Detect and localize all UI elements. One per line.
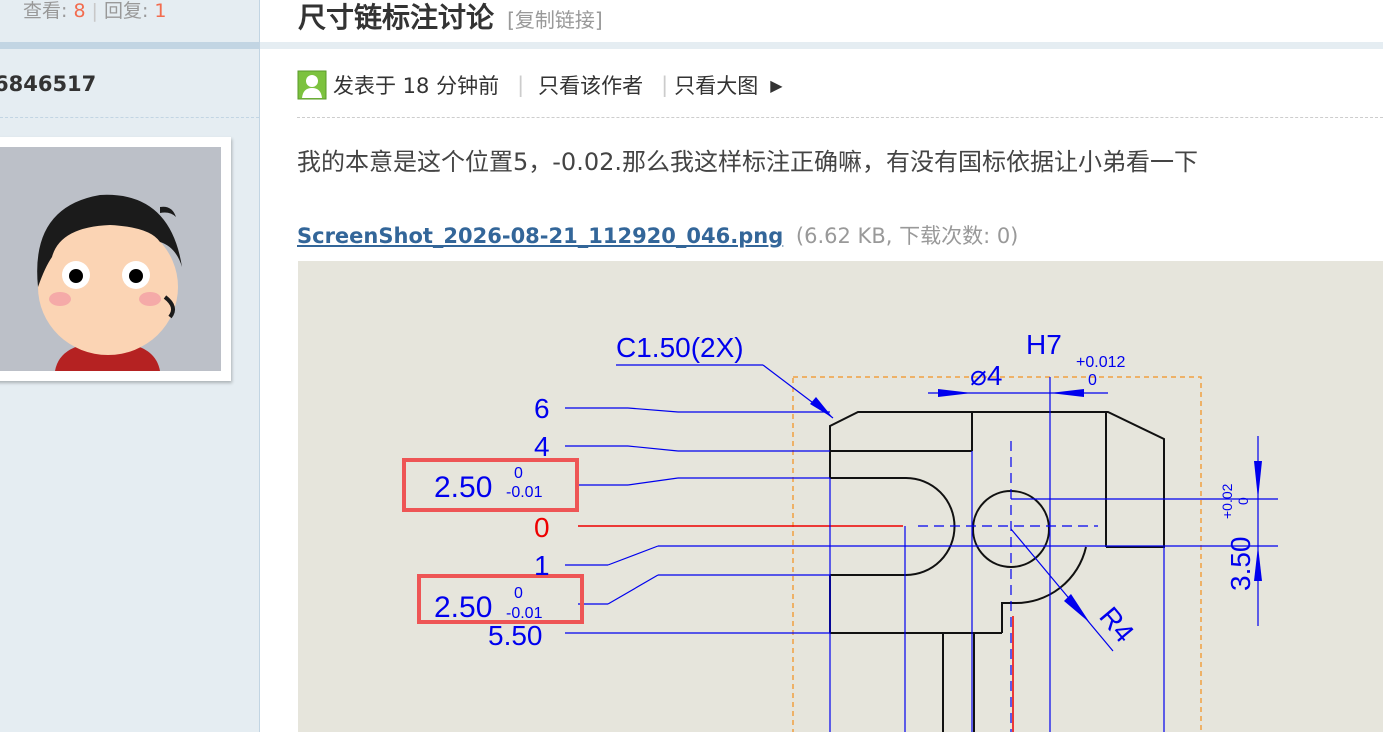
tol-upper: +0.012 (1076, 354, 1125, 371)
thread-title-row: 尺寸链标注讨论 [复制链接] (298, 0, 603, 36)
dim-1: 1 (534, 550, 550, 581)
diameter-label: ⌀4 (970, 360, 1002, 391)
radius-label: R4 (1093, 601, 1140, 648)
attachment-info: (6.62 KB, 下载次数: 0) (795, 224, 1019, 248)
tol-lower: 0 (1088, 372, 1097, 389)
dim-2-50-lower: 2.50 (434, 591, 492, 624)
highlight-box-lower (417, 574, 584, 624)
thread-stats: 查看: 8|回复: 1 (23, 0, 167, 22)
attachment-link[interactable]: ScreenShot_2026-08-21_112920_046.png (297, 224, 784, 248)
replies-label: 回复: (103, 0, 149, 22)
post-main: 尺寸链标注讨论 [复制链接] 发表于 18 分钟前 | 只看该作者 | 只看大图… (260, 0, 1383, 732)
avatar[interactable] (0, 137, 231, 381)
box-tol-lower-a: -0.01 (506, 484, 543, 501)
dimension-lines (565, 364, 1278, 732)
post-meta: 发表于 18 分钟前 | 只看该作者 | 只看大图 ▶ (297, 70, 783, 100)
part-outline (829, 411, 1165, 732)
box-tol-upper-b: 0 (514, 585, 523, 602)
view-frame (792, 376, 1202, 732)
online-user-icon (297, 70, 327, 100)
chamfer-label: C1.50(2X) (616, 332, 744, 363)
thread-title: 尺寸链标注讨论 (298, 1, 495, 34)
right-dim: 3.50 (1225, 537, 1256, 592)
attachment-row: ScreenShot_2026-08-21_112920_046.png (6.… (297, 220, 1018, 250)
sidebar-band (0, 42, 259, 49)
fit-label: H7 (1026, 329, 1062, 360)
author-name[interactable]: 6846517 (0, 72, 97, 96)
attachment-image[interactable]: C1.50(2X) H7 +0.012 0 ⌀4 6 4 2.50 0 -0.0… (298, 261, 1383, 732)
copy-link[interactable]: [复制链接] (507, 8, 603, 32)
meta-divider (297, 117, 1383, 118)
replies-count: 1 (154, 0, 167, 22)
box-tol-upper-a: 0 (514, 465, 523, 482)
dim-6: 6 (534, 393, 550, 424)
box-tol-lower-b: -0.01 (506, 605, 543, 622)
dim-2-50-upper: 2.50 (434, 471, 492, 504)
views-count: 8 (73, 0, 86, 22)
right-tol-upper: +0.02 (1219, 483, 1235, 519)
dim-5-50: 5.50 (488, 620, 543, 651)
dim-4: 4 (534, 431, 550, 462)
highlight-box-upper (402, 458, 579, 512)
triangle-right-icon[interactable]: ▶ (770, 75, 783, 95)
post-time: 发表于 18 分钟前 (333, 74, 500, 98)
big-image-link[interactable]: 只看大图 (674, 74, 759, 98)
sidebar-divider (0, 117, 259, 118)
right-tol-lower: 0 (1235, 497, 1251, 505)
author-sidebar: 查看: 8|回复: 1 6846517 (0, 0, 260, 732)
header-band (260, 42, 1383, 49)
dim-0: 0 (534, 512, 550, 543)
views-label: 查看: (23, 0, 68, 22)
post-body: 我的本意是这个位置5，-0.02.那么我这样标注正确嘛，有没有国标依据让小弟看一… (297, 148, 1198, 176)
author-only-link[interactable]: 只看该作者 (538, 74, 644, 98)
technical-drawing: C1.50(2X) H7 +0.012 0 ⌀4 6 4 2.50 0 -0.0… (402, 329, 1278, 732)
dimension-arrows (810, 389, 1262, 623)
avatar-image (0, 147, 221, 371)
